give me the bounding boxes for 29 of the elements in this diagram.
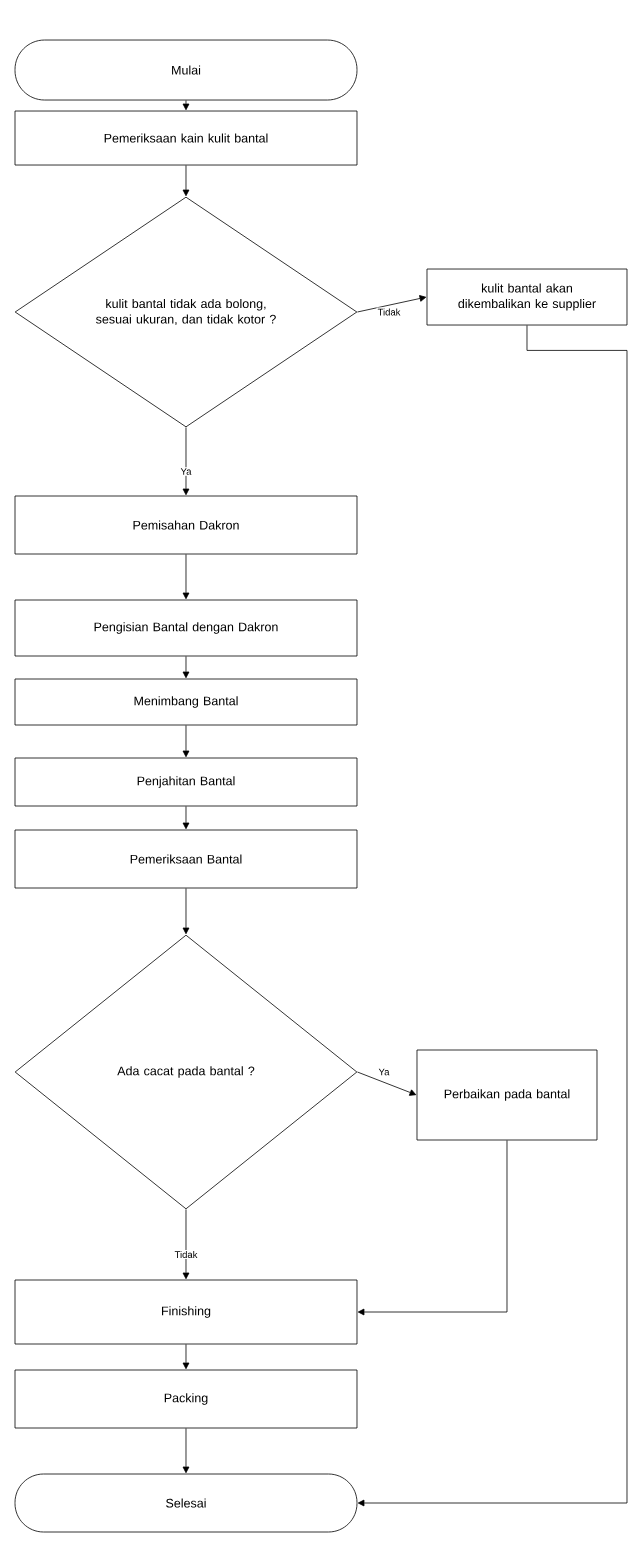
arrow xyxy=(357,295,427,313)
arrow xyxy=(182,427,190,496)
arrow xyxy=(182,1209,190,1280)
arrow xyxy=(357,1140,508,1316)
arrow xyxy=(182,165,190,197)
arrow xyxy=(182,1344,190,1370)
arrow xyxy=(182,100,190,111)
process-box: kulit bantal akan dikembalikan ke supplier xyxy=(426,268,628,326)
process-box: Penjahitan Bantal xyxy=(14,757,358,807)
process-box: Pemeriksaan kain kulit bantal xyxy=(14,110,358,166)
arrow xyxy=(182,554,190,600)
edge-label: Ya xyxy=(377,1067,391,1077)
edge-label: Tidak xyxy=(173,1250,199,1259)
process-box: Packing xyxy=(14,1369,358,1429)
arrow xyxy=(182,806,190,830)
edge-label: Ya xyxy=(179,467,193,476)
process-box: Pemeriksaan Bantal xyxy=(14,829,358,889)
arrow xyxy=(357,1071,417,1096)
arrow xyxy=(182,1428,190,1474)
edge-label: Tidak xyxy=(376,307,402,317)
process-box: Pengisian Bantal dengan Dakron xyxy=(14,599,358,657)
arrow xyxy=(182,656,190,679)
process-box: Menimbang Bantal xyxy=(14,678,358,726)
process-box: Pemisahan Dakron xyxy=(14,495,358,555)
arrow xyxy=(182,725,190,758)
arrow xyxy=(182,888,190,935)
process-box: Perbaikan pada bantal xyxy=(416,1049,598,1141)
arrow xyxy=(357,325,628,1507)
process-box: Finishing xyxy=(14,1279,358,1345)
